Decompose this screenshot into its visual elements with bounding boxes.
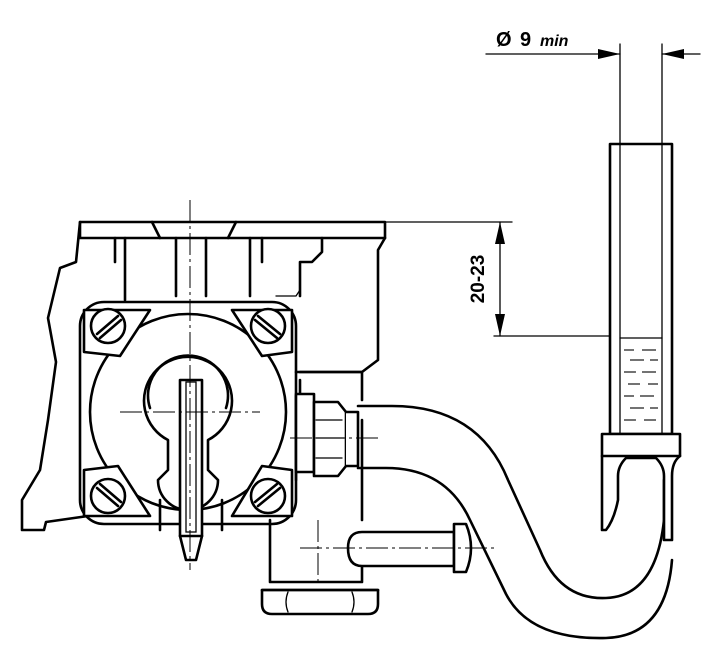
fuel-level-dimension-label: 20-23 [468,255,489,304]
u-shaped-hose [356,404,674,640]
cover-screw-top-right [230,307,294,358]
centerlines [120,200,494,582]
tube-diameter-dimension: Ø 9 min [485,29,701,145]
cover-screw-bottom-right [230,464,294,518]
fuel-level-dimension: 20-23 [384,221,611,337]
drain-plug-nut [260,588,380,616]
cover-screw-bottom-left [82,464,152,518]
hose-fitting-nut [294,392,360,478]
tube-diameter-prefix: Ø [496,29,512,51]
tube-diameter-suffix: min [540,33,569,50]
carburetor-upper-housing [20,220,387,532]
float-needle-rod [158,378,224,562]
tube-diameter-value: 9 [520,29,531,51]
side-outlet-nozzle [346,522,473,574]
cover-screw-top-left [82,307,152,358]
glass-gauge-tube [600,142,682,542]
